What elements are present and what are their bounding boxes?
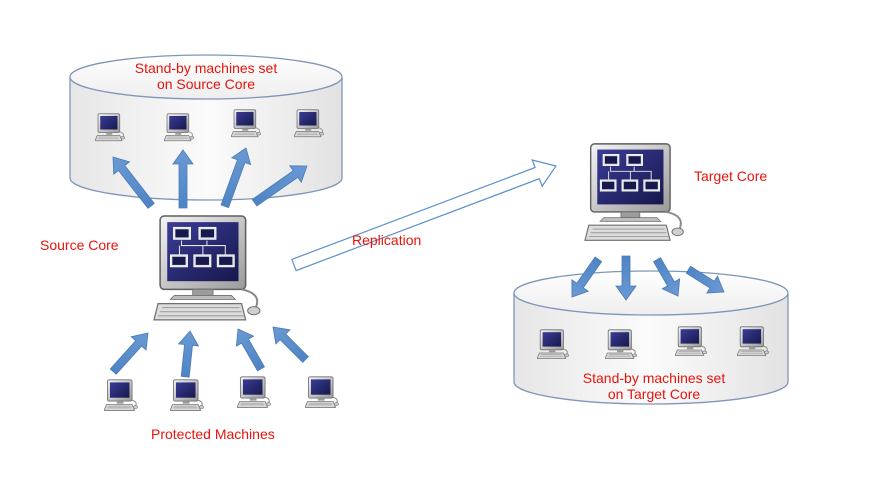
source-to-standby-arrows: [112, 147, 308, 209]
workstation-icon: [104, 379, 138, 411]
arrow-icon: [109, 332, 149, 375]
replication-arrow: [291, 159, 557, 272]
source-core-server-icon: [152, 214, 261, 321]
source-standby-label: Stand-by machines set on Source Core: [118, 60, 294, 92]
arrow-icon: [615, 255, 637, 301]
arrow-icon: [220, 147, 252, 209]
target-to-standby-arrows: [571, 255, 725, 301]
arrow-icon: [251, 165, 308, 207]
arrow-icon: [272, 326, 309, 363]
target-standby-label: Stand-by machines set on Target Core: [566, 370, 742, 402]
arrow-icon: [172, 149, 194, 209]
arrow-icon: [177, 330, 200, 378]
workstation-icon: [237, 376, 271, 408]
source-standby-storage: [69, 54, 343, 201]
workstation-icon: [170, 379, 204, 411]
arrow-icon: [652, 257, 681, 297]
protected-machines-label: Protected Machines: [151, 426, 275, 442]
source-standby-label-line2: on Source Core: [156, 76, 256, 92]
protected-machines: [104, 376, 339, 411]
protected-to-core-arrows: [109, 326, 309, 378]
target-core-label: Target Core: [694, 168, 768, 184]
hollow-arrow-icon: [291, 159, 557, 272]
target-standby-label-line1: Stand-by machines set: [582, 370, 726, 386]
arrow-icon: [685, 265, 725, 294]
source-standby-label-line1: Stand-by machines set: [134, 60, 278, 76]
arrow-icon: [112, 156, 155, 209]
workstation-icon: [305, 376, 339, 408]
arrow-icon: [235, 328, 266, 372]
replication-label: Replication: [352, 232, 422, 248]
target-core-server-icon: [584, 142, 685, 242]
arrow-icon: [571, 256, 603, 298]
source-core-label: Source Core: [40, 237, 119, 253]
target-standby-label-line2: on Target Core: [607, 386, 701, 402]
